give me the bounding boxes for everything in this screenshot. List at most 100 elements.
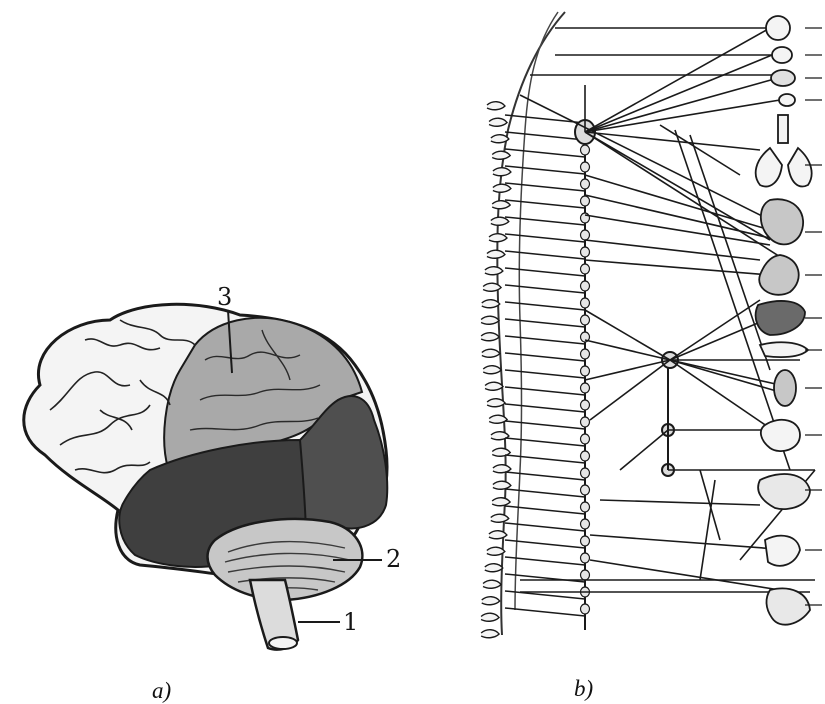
chain-ganglion [581,383,590,393]
spinal-nerve [505,336,585,344]
chain-ganglion [581,179,590,189]
vertebra [489,415,507,423]
spinal-nerve [505,166,585,174]
vertebra [481,333,499,341]
spinal-nerve [505,608,585,616]
panel-b-caption: b) [574,676,593,702]
spinal-nerve [505,217,585,225]
brain-stem-cut-end [269,637,297,649]
spinal-nerve [505,251,585,259]
intestine-organ [761,420,800,451]
chain-ganglion [581,349,590,359]
chain-ganglion [581,247,590,257]
vertebra [487,250,505,258]
chain-ganglion [581,366,590,376]
chain-ganglion [581,502,590,512]
chain-ganglion [581,213,590,223]
vertebra [492,201,510,209]
spinal-nerve [505,404,585,412]
stomach-organ [759,255,799,295]
salivary-gland-organ [771,70,795,86]
spinal-nerve [505,234,585,242]
chain-ganglion [581,281,590,291]
brain-illustration: 1 2 3 [24,283,402,650]
autonomic-nervous-system-diagram [481,12,822,638]
parotid-gland-organ [779,94,795,106]
chain-ganglion [581,536,590,546]
vertebra [489,234,507,242]
organs [756,16,812,625]
spinal-nerve [505,455,585,463]
chain-ganglion [581,604,590,614]
spinal-nerve [505,421,585,429]
vertebra [485,382,503,390]
callout-label-2: 2 [386,545,401,573]
vertebra [493,465,511,473]
spinal-cord-outline-inner [515,12,558,610]
vertebra [483,366,501,374]
sympathetic-trunk [581,140,590,630]
chain-ganglion [581,162,590,172]
vertebra [487,399,505,407]
vertebra [485,564,503,572]
chain-ganglion [581,145,590,155]
chain-ganglion [581,451,590,461]
vertebra [491,135,509,143]
vertebra [492,151,510,159]
eye-organ [766,16,790,40]
chain-ganglion [581,400,590,410]
trachea-organ [778,115,788,143]
spinal-nerve [505,353,585,361]
vertebra [489,118,507,126]
vertebra [491,217,509,225]
vertebra [493,481,511,489]
organ-label-ticks [805,28,822,605]
liver-organ [756,301,805,335]
vertebra [482,300,500,308]
chain-ganglion [581,298,590,308]
callout-label-1: 1 [343,608,358,636]
vertebra [487,547,505,555]
pancreas-organ [760,342,808,357]
vertebra [481,316,499,324]
spinal-nerve [505,387,585,395]
vertebra [482,597,500,605]
chain-ganglion [581,485,590,495]
lungs-organ [756,148,812,186]
spinal-nerve [505,489,585,497]
reproductive-organ [766,588,810,624]
chain-ganglion [581,417,590,427]
spinal-nerve [505,132,585,140]
vertebra [491,514,509,522]
vertebra [485,267,503,275]
spinal-nerve [505,506,585,514]
spinal-nerve [505,438,585,446]
spinal-nerve [505,268,585,276]
lacrimal-gland-organ [772,47,792,63]
spinal-nerve [505,183,585,191]
spinal-nerve [505,302,585,310]
spinal-nerve [505,319,585,327]
vertebra [493,168,511,176]
vertebra [492,498,510,506]
vertebra [482,349,500,357]
vertebra [483,283,501,291]
colon-organ [758,474,810,509]
chain-ganglion [581,468,590,478]
chain-ganglion [581,196,590,206]
spinal-nerve [505,200,585,208]
chain-ganglion [581,264,590,274]
spinal-nerve [505,370,585,378]
bladder-organ [765,536,800,566]
vertebra [489,531,507,539]
spinal-nerve [505,149,585,157]
vertebra [487,102,505,110]
chain-ganglion [581,570,590,580]
spinal-nerves [505,115,585,616]
chain-ganglion [581,315,590,325]
vertebra [483,580,501,588]
panel-a-caption: a) [152,678,171,704]
spinal-nerve [505,557,585,565]
